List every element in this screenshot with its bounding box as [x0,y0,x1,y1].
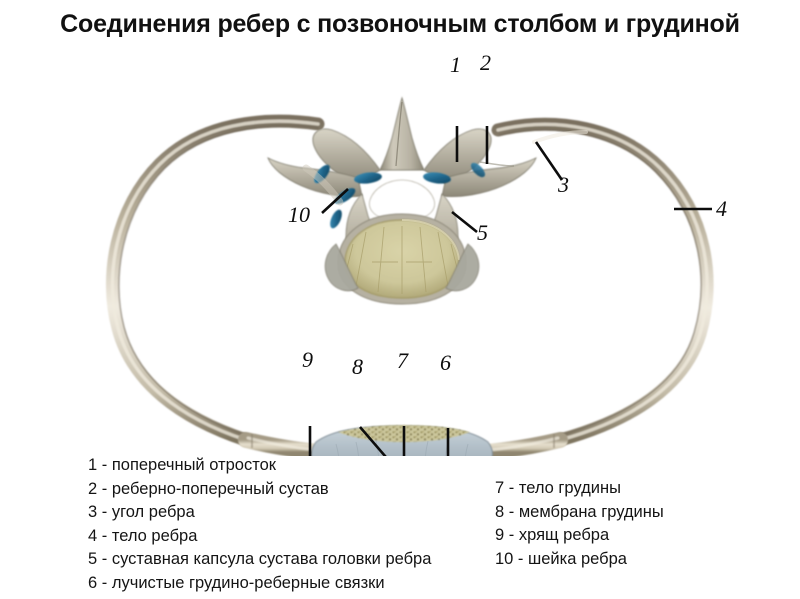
leader-8 [359,426,387,456]
callout-1: 1 [450,52,461,77]
callout-5: 5 [477,220,488,245]
callout-leader-lines [308,126,712,456]
callout-8: 8 [352,354,363,379]
leader-10 [321,188,349,214]
rib-right [491,117,714,447]
legend-item-6: 6 - лучистые грудино-реберные связки [88,573,385,592]
legend-item-1: 1 - поперечный отросток [88,456,276,474]
legend-item-2: 2 - реберно-поперечный сустав [88,479,329,498]
rib-cage-svg [106,96,714,456]
callout-2: 2 [480,50,491,75]
callout-4: 4 [716,196,727,221]
callout-3: 3 [558,172,569,197]
callout-7: 7 [397,348,408,373]
legend-item-4: 4 - тело ребра [88,526,198,545]
transverse-process-right [441,157,537,197]
costotransverse-joint-seam [479,161,515,167]
legend-item-9: 9 - хрящ ребра [495,526,610,544]
legend: 1 - поперечный отросток 2 - реберно-попе… [0,450,800,599]
thoracic-vertebra [267,96,588,305]
rib-left [106,114,325,447]
legend-item-8: 8 - мембрана грудины [495,502,664,521]
legend-column-left: 1 - поперечный отросток 2 - реберно-попе… [88,454,431,595]
callout-10: 10 [288,202,310,227]
legend-item-7: 7 - тело грудины [495,479,621,497]
leader-5 [451,210,478,234]
costovertebral-capsule-right [445,243,480,292]
rib-angle-highlight [532,130,588,144]
costovertebral-capsule-left [324,243,359,292]
leader-3 [534,141,564,181]
legend-item-5: 5 - суставная капсула сустава головки ре… [88,550,432,568]
anatomical-figure: 1 2 3 4 5 6 7 8 9 10 [0,46,800,456]
spinous-process [379,96,425,171]
page-title: Соединения ребер с позвоночным столбом и… [60,10,740,38]
legend-item-10: 10 - шейка ребра [495,549,627,568]
legend-column-right: 7 - тело грудины 8 - мембрана грудины 9 … [495,477,664,571]
costal-cartilage-right [480,432,568,456]
legend-item-3: 3 - угол ребра [88,503,195,521]
callout-6: 6 [440,350,451,375]
callout-9: 9 [302,347,313,372]
